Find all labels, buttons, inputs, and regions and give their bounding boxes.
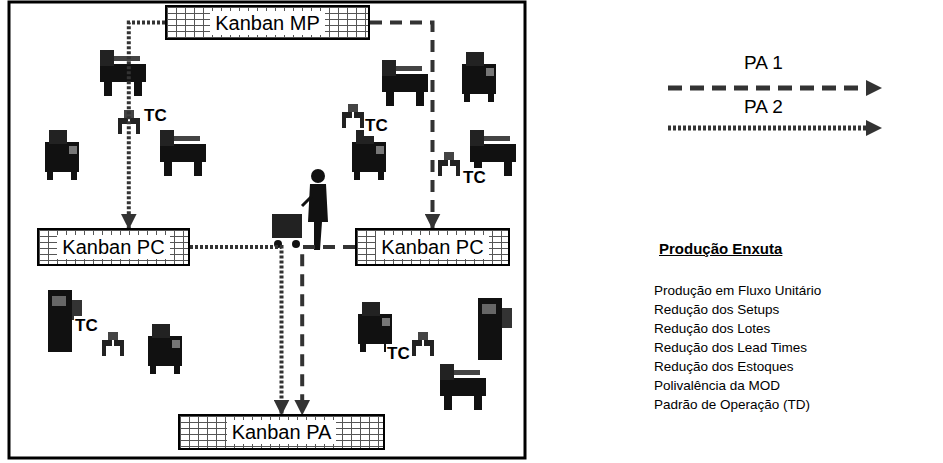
machine-icon [478,298,512,360]
pa2-flow-arrow [190,247,282,414]
gripper-icon [342,104,364,128]
list-item: Polivalência da MOD [654,378,780,393]
machine-icon [100,50,146,96]
legend-samples [668,80,882,136]
kanban-label: Kanban PA [227,420,337,444]
pa1-flow-arrow [302,247,355,414]
gripper-icon [438,152,460,176]
machine-icon [440,364,486,410]
legend-label: PA 2 [744,96,783,118]
worker-with-cart [272,169,328,250]
machine-icon [382,60,428,106]
machine-icon [160,130,206,176]
legend-label: PA 1 [744,52,783,74]
kanban-box: Kanban MP [165,5,370,40]
machine-icon [462,52,496,102]
tc-label: TC [462,168,487,188]
list-heading: Produção Enxuta [659,240,782,257]
kanban-label: Kanban MP [210,11,325,35]
list-item: Redução dos Setups [654,302,779,317]
tc-label: TC [386,344,411,364]
gripper-icon [412,332,434,356]
kanban-box: Kanban PC [37,228,190,266]
machine-icon [45,130,79,180]
tc-label: TC [74,316,99,336]
kanban-box: Kanban PA [178,414,385,450]
tc-label: TC [364,116,389,136]
kanban-label: Kanban PC [376,235,488,259]
kanban-box: Kanban PC [355,228,510,266]
list-item: Redução dos Estoques [654,359,794,374]
list-item: Produção em Fluxo Unitário [654,283,821,298]
list-item: Padrão de Operação (TD) [654,397,810,412]
list-item: Redução dos Lotes [654,321,770,336]
machine-icon [148,324,182,374]
tc-label: TC [143,106,168,126]
kanban-label: Kanban PC [57,235,169,259]
plant-frame [9,2,525,458]
list-item: Redução dos Lead Times [654,340,807,355]
machine-icon [352,130,386,180]
gripper-icon [102,332,124,356]
